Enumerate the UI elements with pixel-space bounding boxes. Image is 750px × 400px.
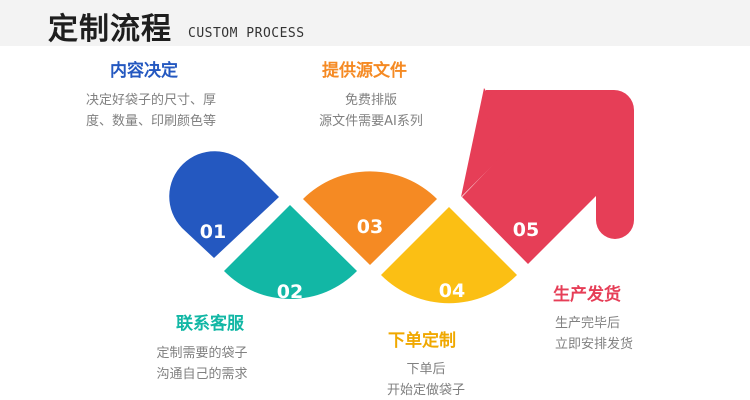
step-2-shape [224,205,357,299]
step-3-desc-line1: 免费排版 [344,93,397,108]
page-subtitle: CUSTOM PROCESS [188,26,305,41]
step-5-arrow-body [462,90,634,264]
step-2-number: 02 [277,281,303,303]
step-2-desc-line2: 沟通自己的需求 [156,367,248,382]
step-1-desc-line1: 决定好袋子的尺寸、厚 [85,93,216,108]
step-4-title: 下单定制 [388,331,456,351]
page-title: 定制流程 [48,12,172,47]
step-1-desc: 决定好袋子的尺寸、厚 度、数量、印刷颜色等 [76,90,226,132]
step-3-desc-line2: 源文件需要AI系列 [319,114,423,129]
step-5-number: 05 [513,219,539,241]
step-1-number: 01 [200,221,226,243]
step-5-desc: 生产完毕后 立即安排发货 [555,313,665,355]
step-4-desc-line2: 开始定做袋子 [386,383,465,398]
step-2-desc-line1: 定制需要的袋子 [156,346,248,361]
step-4-number: 04 [439,280,465,302]
step-4-desc-line1: 下单后 [406,362,446,377]
step-5-desc-line2: 立即安排发货 [555,337,634,352]
step-5-desc-line1: 生产完毕后 [555,316,621,331]
step-3-title: 提供源文件 [322,61,407,81]
step-2-desc: 定制需要的袋子 沟通自己的需求 [142,343,262,385]
step-3-desc: 免费排版 源文件需要AI系列 [296,90,446,132]
step-5-title: 生产发货 [553,285,621,305]
step-1-shape [169,151,279,258]
header-band [0,0,750,46]
step-4-desc: 下单后 开始定做袋子 [366,359,486,400]
step-1-title: 内容决定 [110,61,178,81]
step-3-number: 03 [357,216,383,238]
step-1-desc-line2: 度、数量、印刷颜色等 [85,114,216,129]
step-2-title: 联系客服 [176,314,244,334]
step-3-shape [303,171,437,265]
step-4-shape [381,207,517,304]
